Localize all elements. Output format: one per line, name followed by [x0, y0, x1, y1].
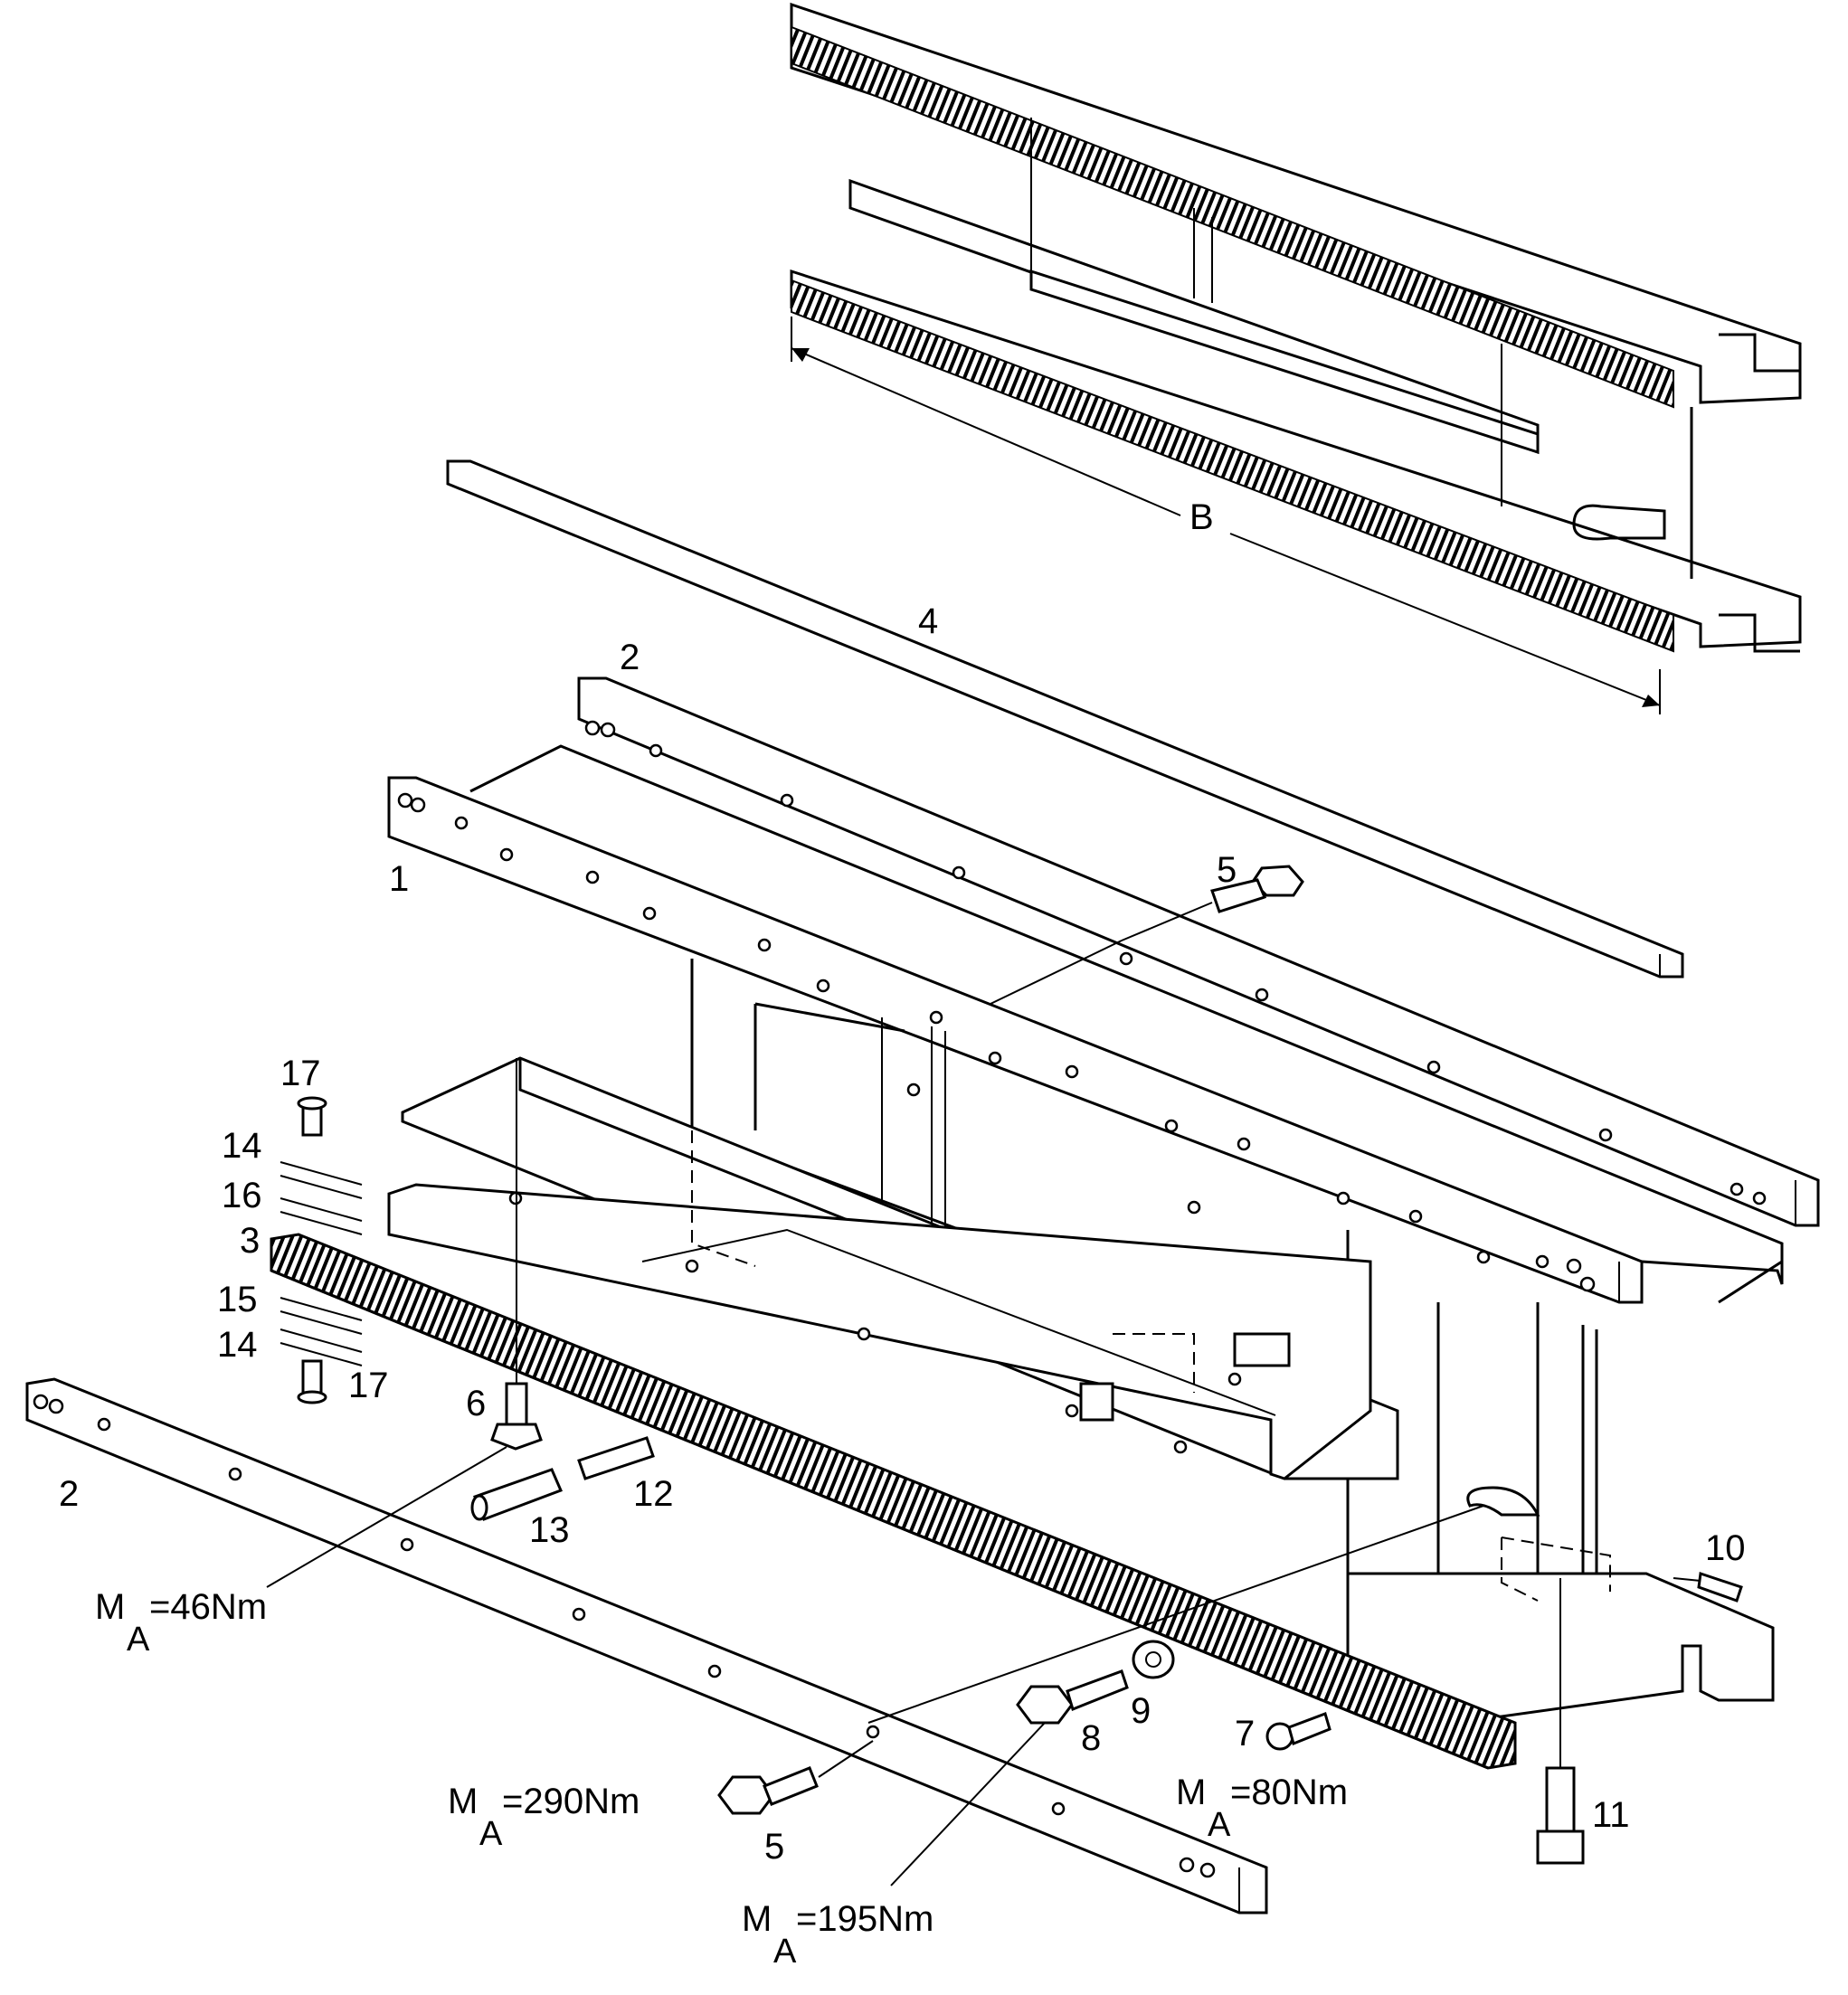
label-part-12: 12 [633, 1474, 674, 1514]
part-13-sleeve [470, 1468, 564, 1521]
label-part-13: 13 [529, 1510, 570, 1550]
label-part-11: 11 [1592, 1795, 1630, 1835]
label-part-5-top: 5 [1217, 850, 1237, 890]
label-part-3: 3 [240, 1221, 260, 1261]
svg-text:M: M [742, 1899, 772, 1939]
label-part-6: 6 [466, 1384, 486, 1423]
part-3-rack [270, 1233, 1517, 1770]
torque-note-195: M A =195Nm [742, 1899, 933, 1971]
label-part-7: 7 [1235, 1714, 1255, 1754]
part-11-screw [1536, 1578, 1585, 1865]
tray-plate [387, 1056, 1399, 1480]
part-12-pin [577, 1436, 655, 1480]
shims-and-screws-left [280, 1096, 363, 1404]
label-part-14-bottom: 14 [217, 1325, 258, 1365]
part-1-housing [387, 744, 1784, 1725]
label-part-17-bottom: 17 [348, 1366, 389, 1405]
label-part-2-bottom: 2 [59, 1474, 79, 1514]
svg-text:M: M [95, 1587, 125, 1627]
torque-note-290: M A =290Nm [448, 1782, 640, 1853]
part-5-top-bolt [990, 865, 1304, 1005]
svg-text:=80Nm: =80Nm [1230, 1773, 1348, 1812]
part-4-bar [446, 459, 1684, 979]
torque-note-80: M A =80Nm [1176, 1773, 1348, 1844]
label-part-10: 10 [1705, 1528, 1746, 1568]
label-part-14-top: 14 [222, 1126, 262, 1166]
label-part-15: 15 [217, 1280, 258, 1319]
label-part-5-bottom: 5 [764, 1827, 784, 1867]
part-5-bottom-bolt [717, 1740, 874, 1815]
part-2-top-rail [577, 676, 1820, 1227]
leader-lines [266, 1446, 1484, 1886]
svg-text:A: A [773, 1933, 797, 1971]
svg-text:A: A [479, 1815, 503, 1853]
label-dimension-b: B [1189, 497, 1214, 537]
label-part-17-top: 17 [280, 1054, 321, 1093]
label-part-2-top: 2 [620, 638, 640, 677]
label-part-4: 4 [918, 601, 938, 641]
label-part-9: 9 [1131, 1691, 1151, 1731]
part-8-bolt [1016, 1669, 1129, 1725]
assembled-frame-view [790, 2, 1802, 653]
svg-text:=46Nm: =46Nm [149, 1587, 267, 1627]
part-10-set-screw [1673, 1572, 1743, 1603]
svg-text:A: A [1208, 1806, 1231, 1844]
label-part-8: 8 [1081, 1718, 1101, 1758]
dimension-b: B [791, 317, 1661, 714]
part-2-bottom-rail [25, 1377, 1268, 1915]
svg-text:A: A [127, 1621, 150, 1659]
svg-text:M: M [448, 1782, 478, 1821]
part-6-bolt [490, 1058, 543, 1451]
label-part-16: 16 [222, 1176, 262, 1215]
svg-text:M: M [1176, 1773, 1206, 1812]
part-7-screw [1265, 1712, 1332, 1751]
torque-note-46: M A =46Nm [95, 1587, 267, 1659]
label-part-1: 1 [389, 859, 409, 899]
part-9-washer [1132, 1640, 1175, 1679]
svg-text:=290Nm: =290Nm [502, 1782, 640, 1821]
svg-text:=195Nm: =195Nm [796, 1899, 933, 1939]
